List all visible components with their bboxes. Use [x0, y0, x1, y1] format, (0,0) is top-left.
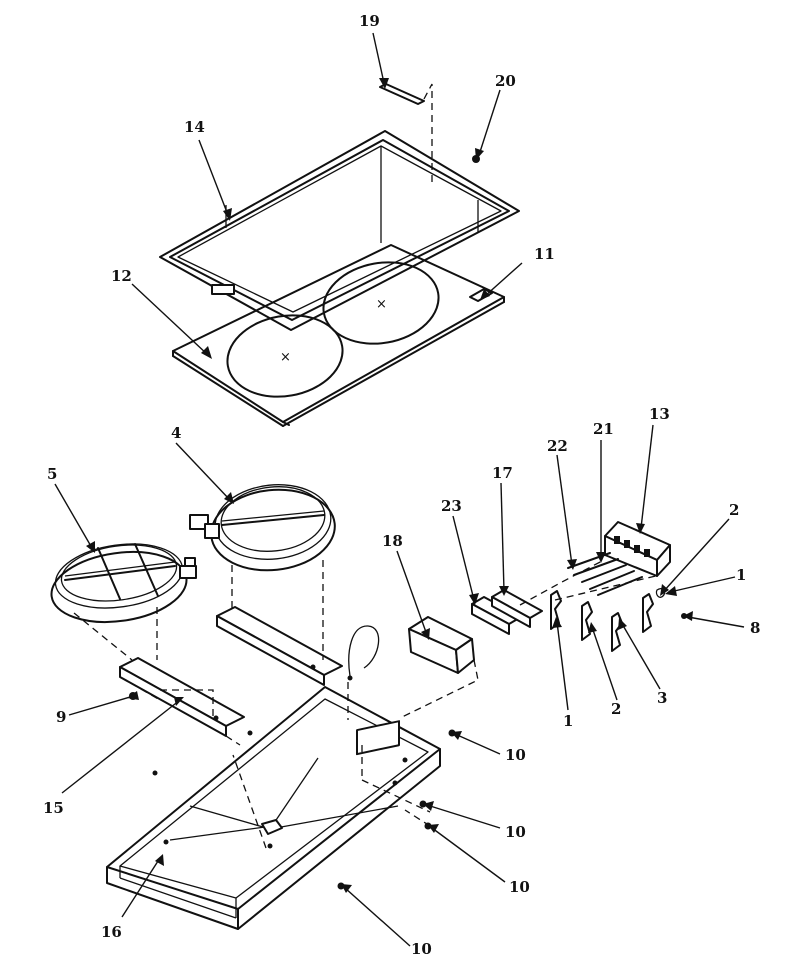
- callout-1-right: 1: [736, 566, 746, 584]
- part-4-heating-element: [189, 484, 336, 572]
- callout-15: 15: [43, 799, 64, 817]
- wire-harness: [347, 625, 380, 681]
- callout-1-bottom: 1: [563, 712, 573, 730]
- cooktop-mark-right: ×: [376, 297, 387, 312]
- callout-21: 21: [593, 420, 614, 438]
- callout-labels: 19 20 14 11 12 4 5 13 21 22 17 23 18 2 1…: [43, 12, 760, 956]
- part-14-frame: [159, 130, 520, 331]
- callout-3: 3: [657, 689, 667, 707]
- arrowheads: [86, 78, 693, 893]
- part-16-burner-box: [106, 686, 441, 930]
- callout-14: 14: [184, 118, 205, 136]
- assembly-lines: [73, 560, 431, 849]
- callout-12: 12: [111, 267, 132, 285]
- part-17-plate: [491, 589, 543, 628]
- part-23-plate: [471, 596, 522, 635]
- callout-11: 11: [534, 245, 555, 263]
- callout-4: 4: [171, 424, 181, 442]
- part-5-heating-element: [50, 543, 197, 623]
- callout-2-top: 2: [729, 501, 739, 519]
- callout-20: 20: [495, 72, 516, 90]
- callout-10-lower: 10: [509, 878, 530, 896]
- part-13-terminal-block: [604, 521, 671, 577]
- cooktop-mark-left: ×: [280, 350, 291, 365]
- part-1-2-3-terminal-clips: [550, 574, 666, 652]
- callout-22: 22: [547, 437, 568, 455]
- callout-10-upper: 10: [505, 746, 526, 764]
- part-15-support-rails: [119, 606, 343, 737]
- part-18-switch-bracket: [399, 616, 479, 719]
- callout-16: 16: [101, 923, 122, 941]
- callout-23: 23: [441, 497, 462, 515]
- callout-5: 5: [47, 465, 57, 483]
- callout-19: 19: [359, 12, 380, 30]
- callout-17: 17: [492, 464, 513, 482]
- callout-10-middle: 10: [505, 823, 526, 841]
- callout-2-bottom: 2: [611, 700, 621, 718]
- part-12-glass-top: × ×: [172, 244, 505, 427]
- callout-13: 13: [649, 405, 670, 423]
- callout-10-bottom: 10: [411, 940, 432, 956]
- callout-8: 8: [750, 619, 760, 637]
- callout-9: 9: [56, 708, 66, 726]
- part-10-screws: [337, 729, 456, 890]
- leader-lines: [54, 32, 745, 947]
- callout-18: 18: [382, 532, 403, 550]
